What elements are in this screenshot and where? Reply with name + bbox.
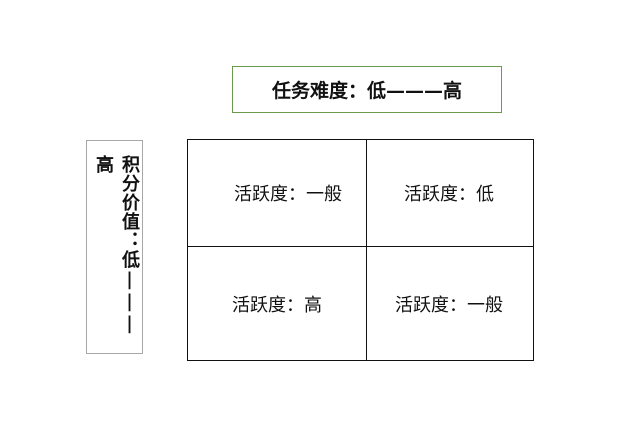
- activity-matrix: 活跃度：一般 活跃度：低 活跃度：高 活跃度：一般: [187, 139, 534, 361]
- matrix-cell-bottom-left: 活跃度：高: [188, 247, 367, 360]
- matrix-cell-text: 活跃度：一般: [234, 184, 342, 205]
- matrix-cell-text: 活跃度：高: [232, 294, 322, 316]
- task-difficulty-label: 任务难度：低———高: [271, 80, 462, 102]
- matrix-cell-text: 活跃度：一般: [395, 294, 503, 316]
- points-value-label: 积分价值：低|||高: [93, 155, 140, 335]
- matrix-cell-top-left: 活跃度：一般: [188, 140, 367, 247]
- matrix-cell-bottom-right: 活跃度：一般: [367, 247, 533, 360]
- task-difficulty-label-box: 任务难度：低———高: [232, 66, 502, 113]
- points-value-label-box: 积分价值：低|||高: [86, 140, 143, 354]
- matrix-cell-top-right: 活跃度：低: [367, 140, 533, 247]
- matrix-cell-text: 活跃度：低: [404, 184, 494, 205]
